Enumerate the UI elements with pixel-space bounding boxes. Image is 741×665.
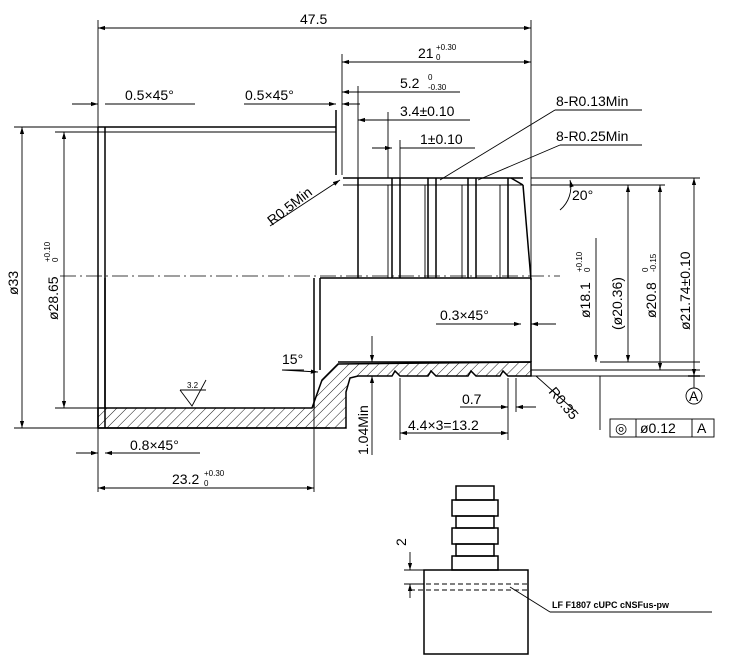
svg-text:-0.15: -0.15 [649, 253, 658, 272]
tip-diameter-label: ø18.1 [577, 282, 593, 318]
tip-chamfer-label: 0.3×45° [440, 307, 489, 323]
groove-width-label: 1±0.10 [420, 131, 463, 147]
socket-depth-label: 23.2 [172, 471, 199, 487]
chamfer-top-left-label: 0.5×45° [125, 87, 174, 103]
surface-finish-symbol [179, 379, 207, 407]
svg-text:-0.30: -0.30 [428, 83, 447, 92]
section-hatching [97, 361, 532, 429]
svg-text:+0.30: +0.30 [204, 469, 225, 478]
corner-radius-label: R0.5Min [264, 184, 315, 229]
dimension-lines [14, 20, 705, 492]
bore-diameter-label: ø28.65 [45, 276, 61, 320]
tip-radius-label: R0.35 [546, 384, 582, 423]
datum-label: A [689, 388, 699, 404]
tolerance-frame [609, 418, 715, 438]
svg-text:0: 0 [583, 267, 592, 272]
groove-spacing-label: 4.4×3=13.2 [408, 417, 479, 433]
datum-marker [685, 375, 703, 405]
svg-text:+0.10: +0.10 [43, 241, 52, 262]
crest-diameter-label: ø21.74±0.10 [677, 251, 693, 330]
overall-length-label: 47.5 [300, 11, 327, 27]
marking-text: LF F1807 cUPC cNSFus-pw [552, 600, 670, 610]
tolerance-datum: A [697, 420, 707, 436]
first-barb-label: 5.2 [400, 75, 420, 91]
svg-text:0: 0 [641, 267, 650, 272]
tolerance-symbol: ◎ [615, 420, 627, 436]
groove-radius-small-label: 8-R0.13Min [556, 93, 628, 109]
marking-view: 2 LF F1807 cUPC cNSFus-pw [393, 485, 712, 655]
tolerance-value: ø0.12 [640, 420, 676, 436]
wall-thickness-label: 1.04Min [355, 405, 371, 455]
svg-text:0: 0 [51, 257, 60, 262]
mark-depth-label: 2 [393, 538, 409, 546]
barb-length-label: 21 [418, 45, 434, 61]
svg-text:0: 0 [428, 73, 433, 82]
chamfer-bottom-label: 0.8×45° [130, 437, 179, 453]
ref-diameter-label: (ø20.36) [609, 277, 625, 330]
part-outline [97, 110, 532, 429]
svg-text:+0.30: +0.30 [436, 43, 457, 52]
svg-text:0: 0 [204, 479, 209, 488]
barb-angle-label: 20° [572, 187, 593, 203]
shoulder-angle-label: 15° [282, 351, 303, 367]
chamfer-top-mid-label: 0.5×45° [245, 87, 294, 103]
groove-pitch-label: 0.7 [462, 391, 482, 407]
svg-text:+0.10: +0.10 [575, 251, 584, 272]
barb-offset-label: 3.4±0.10 [400, 103, 455, 119]
surface-finish-label: 3.2 [187, 381, 199, 390]
groove-radius-large-label: 8-R0.25Min [556, 128, 628, 144]
svg-text:0: 0 [436, 53, 441, 62]
barb-diameter-label: ø20.8 [643, 282, 659, 318]
outer-diameter-label: ø33 [5, 271, 21, 295]
